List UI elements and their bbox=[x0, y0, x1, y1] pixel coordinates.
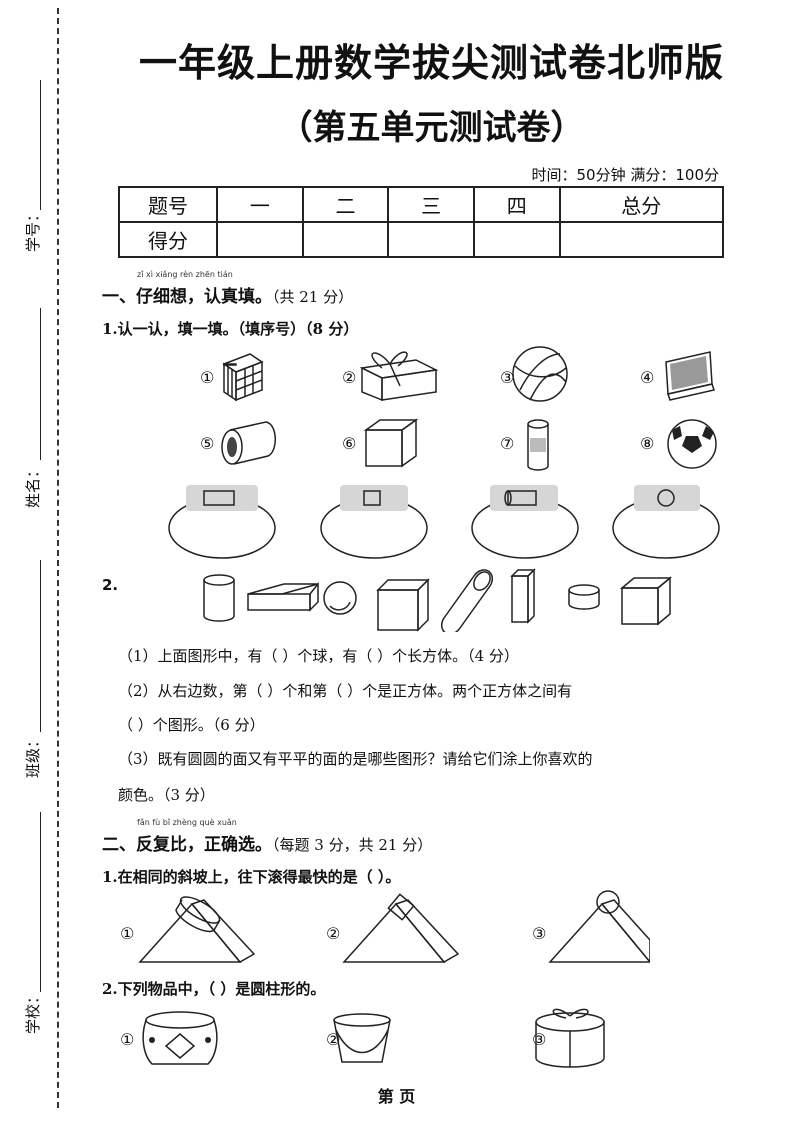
school-line bbox=[40, 812, 41, 992]
section2-points: （每题 3 分，共 21 分） bbox=[272, 836, 433, 854]
section1-points: （共 21 分） bbox=[272, 288, 354, 306]
sphere-icon bbox=[323, 581, 357, 615]
item-label-2: ② bbox=[342, 368, 357, 387]
section1-pinyin: zǐ xì xiǎng rèn zhēn tián bbox=[137, 270, 233, 279]
shape-sequence-figure bbox=[203, 568, 673, 632]
cube-icon bbox=[363, 418, 419, 468]
objects-figure bbox=[142, 1008, 605, 1068]
section2-pinyin: fǎn fù bǐ zhèng què xuǎn bbox=[137, 818, 237, 827]
tilted-cylinder-icon bbox=[440, 569, 494, 632]
page-subtitle: （第五单元测试卷） bbox=[278, 108, 585, 148]
q2-1-option-1[interactable]: ① bbox=[120, 924, 135, 943]
slope-with-cube-icon bbox=[342, 893, 460, 963]
score-table-header-row: 题号 一 二 三 四 总分 bbox=[118, 186, 724, 223]
round-gift-box-icon bbox=[535, 1008, 605, 1068]
score-input-cell[interactable] bbox=[301, 221, 390, 258]
question-1-1: 1.认一认，填一填。（填序号）（8 分） bbox=[102, 320, 359, 338]
q2-2-option-1[interactable]: ① bbox=[120, 1030, 135, 1049]
book-icon bbox=[665, 351, 715, 401]
q2-1-option-3[interactable]: ③ bbox=[532, 924, 547, 943]
student-no-label: 学号： bbox=[24, 206, 42, 252]
question-1-2-2a: （2）从右边数，第（ ）个和第（ ）个是正方体。两个正方体之间有 bbox=[118, 682, 573, 700]
bucket-icon bbox=[333, 1013, 391, 1063]
score-input-cell[interactable] bbox=[472, 221, 561, 258]
category-ellipse-sphere[interactable] bbox=[612, 485, 720, 559]
cylinder-icon bbox=[203, 574, 235, 622]
score-table: 题号 一 二 三 四 总分 得分 bbox=[118, 186, 724, 258]
slope-with-ball-icon bbox=[548, 890, 650, 964]
name-label: 姓名： bbox=[24, 462, 42, 508]
student-no-line bbox=[40, 80, 41, 210]
lying-can-icon bbox=[221, 421, 276, 465]
section1-title: 一、仔细想，认真填。 bbox=[102, 287, 272, 307]
shape-items-figure bbox=[168, 346, 720, 559]
question-1-2-3a: （3）既有圆圆的面又有平平的面的是哪些图形？请给它们涂上你喜欢的 bbox=[118, 750, 593, 768]
section2-heading: 二、反复比，正确选。（每题 3 分，共 21 分） bbox=[102, 830, 432, 855]
section2-title: 二、反复比，正确选。 bbox=[102, 835, 272, 855]
item-label-1: ① bbox=[200, 368, 215, 387]
item-label-7: ⑦ bbox=[500, 434, 515, 453]
drum-icon bbox=[142, 1011, 218, 1065]
short-cylinder-icon bbox=[568, 584, 600, 610]
page-title: 一年级上册数学拔尖测试卷北师版 bbox=[138, 41, 724, 85]
cuboid-icon bbox=[247, 581, 319, 612]
score-cell: 一 bbox=[216, 186, 304, 223]
basketball-icon bbox=[512, 346, 568, 402]
category-ellipse-box-long[interactable] bbox=[168, 485, 276, 559]
item-label-3: ③ bbox=[500, 368, 515, 387]
score-table-score-row: 得分 bbox=[118, 221, 724, 258]
binding-dashed-line bbox=[57, 8, 59, 1108]
item-label-4: ④ bbox=[640, 368, 655, 387]
score-row-label: 得分 bbox=[118, 221, 218, 258]
question-2-2: 2.下列物品中，（ ）是圆柱形的。 bbox=[102, 980, 326, 998]
item-label-6: ⑥ bbox=[342, 434, 357, 453]
score-cell: 总分 bbox=[558, 186, 724, 223]
score-input-cell[interactable] bbox=[387, 221, 475, 258]
exam-meta: 时间：50分钟 满分：100分 bbox=[531, 166, 720, 184]
item-label-5: ⑤ bbox=[200, 434, 215, 453]
name-line bbox=[40, 308, 41, 460]
item-label-8: ⑧ bbox=[640, 434, 655, 453]
tall-cuboid-icon bbox=[510, 568, 536, 624]
slope-figures bbox=[138, 890, 650, 964]
score-cell: 四 bbox=[472, 186, 561, 223]
question-1-2-1: （1）上面图形中，有（ ）个球，有（ ）个长方体。（4 分） bbox=[118, 647, 519, 665]
score-cell: 二 bbox=[301, 186, 390, 223]
slope-with-cylinder-icon bbox=[138, 896, 256, 963]
question-1-2-2b: （ ）个图形。（6 分） bbox=[118, 716, 265, 734]
page-footer: 第 页 bbox=[377, 1087, 416, 1106]
gift-box-icon bbox=[359, 351, 439, 402]
section1-heading: 一、仔细想，认真填。（共 21 分） bbox=[102, 282, 353, 307]
question-1-2-number: 2. bbox=[102, 576, 119, 594]
question-2-1: 1.在相同的斜坡上，往下滚得最快的是（ ）。 bbox=[102, 868, 401, 886]
category-ellipse-cube[interactable] bbox=[320, 485, 428, 559]
class-line bbox=[40, 560, 41, 732]
question-1-2-3b: 颜色。（3 分） bbox=[118, 786, 215, 804]
score-input-cell[interactable] bbox=[216, 221, 304, 258]
cube-icon bbox=[376, 578, 430, 632]
cylinder-can-icon bbox=[527, 419, 549, 471]
q2-1-option-2[interactable]: ② bbox=[326, 924, 341, 943]
cube-icon bbox=[619, 576, 673, 626]
class-label: 班级： bbox=[24, 732, 42, 778]
category-ellipse-cylinder[interactable] bbox=[471, 485, 579, 559]
score-cell: 题号 bbox=[118, 186, 218, 223]
score-input-cell[interactable] bbox=[558, 221, 724, 258]
rubik-cube-icon bbox=[222, 353, 264, 402]
soccer-ball-icon bbox=[667, 419, 717, 469]
school-label: 学校： bbox=[24, 988, 42, 1034]
score-cell: 三 bbox=[387, 186, 475, 223]
